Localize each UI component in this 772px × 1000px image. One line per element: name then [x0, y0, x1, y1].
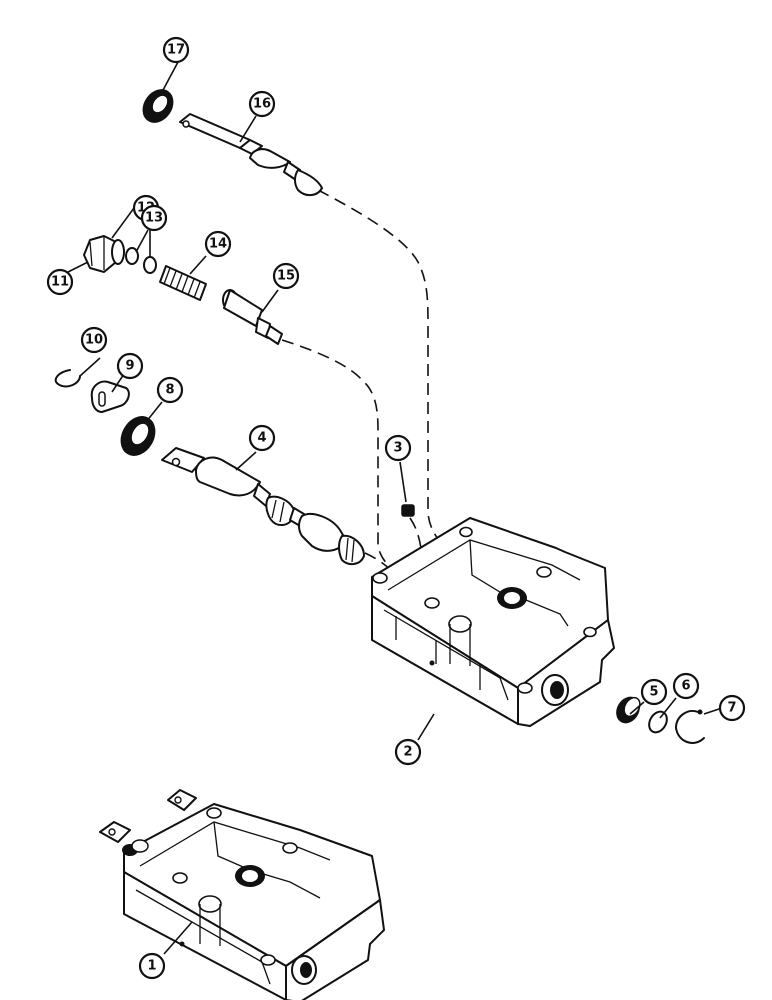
guide-line-plunger-15	[281, 339, 403, 576]
valve-assembly-part-1	[99, 789, 385, 1000]
svg-text:5: 5	[649, 685, 658, 700]
svg-text:15: 15	[277, 269, 295, 284]
plunger-part-15	[222, 289, 283, 345]
svg-text:6: 6	[681, 679, 690, 694]
callout-10: 10	[80, 326, 108, 354]
callout-9: 9	[116, 352, 144, 380]
callout-2: 2	[394, 738, 422, 766]
guide-line-plug-3	[409, 517, 425, 601]
svg-text:7: 7	[727, 701, 736, 716]
plug-part-11	[83, 235, 125, 273]
spool-part-4	[161, 447, 365, 566]
guide-line-spool-16	[317, 189, 446, 551]
callout-13: 13	[140, 204, 168, 232]
callout-4: 4	[248, 424, 276, 452]
svg-text:10: 10	[85, 333, 103, 348]
o-ring-part-6	[648, 710, 668, 734]
leader-lines	[67, 61, 723, 955]
svg-text:13: 13	[145, 211, 163, 226]
callout-3: 3	[384, 434, 412, 462]
svg-text:14: 14	[209, 237, 227, 252]
svg-text:9: 9	[125, 359, 134, 374]
callout-16: 16	[248, 90, 276, 118]
callout-7: 7	[718, 694, 746, 722]
snap-ring-part-7	[675, 709, 705, 744]
svg-text:16: 16	[253, 97, 271, 112]
o-rings-part-13	[125, 247, 157, 274]
svg-text:1: 1	[147, 959, 156, 974]
callout-1: 1	[138, 952, 166, 980]
callout-8: 8	[156, 376, 184, 404]
callout-14: 14	[204, 230, 232, 258]
callout-15: 15	[272, 262, 300, 290]
valve-body-part-2	[371, 517, 615, 727]
seal-part-8	[120, 416, 156, 456]
spool-part-16	[179, 113, 323, 196]
svg-text:3: 3	[393, 441, 402, 456]
svg-text:8: 8	[165, 383, 174, 398]
svg-text:2: 2	[403, 745, 412, 760]
svg-text:11: 11	[51, 275, 69, 290]
plug-part-5	[616, 696, 641, 724]
spring-part-14	[159, 265, 207, 301]
callout-5: 5	[640, 678, 668, 706]
callout-17: 17	[162, 36, 190, 64]
callout-6: 6	[672, 672, 700, 700]
callout-11: 11	[46, 268, 74, 296]
seal-part-17	[142, 89, 174, 123]
svg-text:17: 17	[167, 43, 185, 58]
snap-ring-part-10	[54, 369, 81, 388]
svg-text:4: 4	[257, 431, 266, 446]
plug-part-3	[401, 504, 415, 517]
washer-part-9	[90, 380, 130, 413]
